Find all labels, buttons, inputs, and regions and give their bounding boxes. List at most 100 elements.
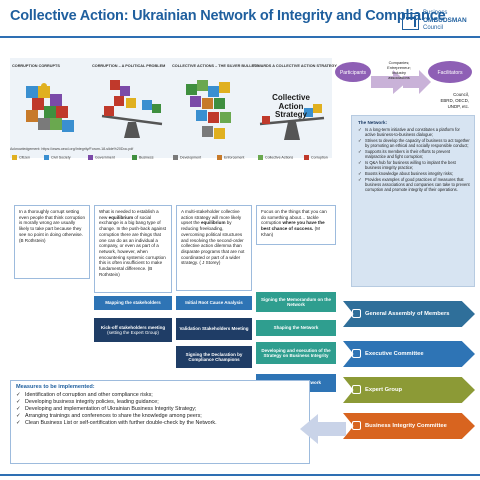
participants-label: Participants bbox=[340, 70, 367, 76]
panel-title: TOWARDS A COLLECTIVE ACTION STRATEGY bbox=[252, 64, 337, 68]
legend-label: Collective Actions bbox=[265, 155, 294, 160]
people-icon bbox=[352, 309, 361, 318]
measure-item: Developing business integrity policies, … bbox=[16, 399, 304, 406]
structure-expert-group: Expert Group bbox=[343, 377, 475, 403]
quote-text: of social exchange is a big bang type of… bbox=[99, 214, 166, 277]
network-item: Is Q&A hub for business willing to impla… bbox=[358, 160, 470, 170]
acknowledgement-link[interactable]: Acknowledgement: https://www.oecd.org/In… bbox=[10, 147, 134, 151]
legend-swatch bbox=[217, 155, 222, 160]
strategy-scale-illustration bbox=[259, 104, 325, 140]
legend-label: Corruption bbox=[311, 155, 328, 160]
legend-swatch bbox=[258, 155, 263, 160]
step-root-cause-analysis: Initial Root Cause Analysis bbox=[176, 296, 252, 310]
companies-line: Industry bbox=[392, 70, 406, 75]
quote-emphasis: equilibrium bbox=[200, 220, 226, 226]
structure-label: Expert Group bbox=[365, 387, 403, 393]
quote-text: A multi-stakeholder collective action st… bbox=[181, 209, 242, 226]
legend-label: Government bbox=[95, 155, 115, 160]
people-icon bbox=[352, 385, 361, 394]
illustration-strip: CORRUPTION CORRUPTS CORRUPTION – A POLIT… bbox=[10, 58, 337, 158]
strategy-label: Collective Action Strategy bbox=[258, 93, 324, 120]
quote-text: Focus on the things that you can do some… bbox=[261, 209, 327, 226]
legend-swatch bbox=[44, 155, 49, 160]
structure-label: Executive Committee bbox=[365, 351, 424, 357]
step-strategy-development: Developing and execution of the Strategy… bbox=[256, 342, 336, 364]
legend-item: Government bbox=[88, 155, 115, 160]
puzzle-tower-illustration bbox=[186, 80, 231, 139]
step-shaping-network: Shaping the Network bbox=[256, 320, 336, 336]
quote-box: Focus on the things that you can do some… bbox=[256, 205, 336, 245]
network-list: Is a long-term initiative and constitute… bbox=[358, 127, 470, 192]
quote-text: In a thoroughly corrupt setting even peo… bbox=[19, 209, 85, 243]
facilitators-label: Facilitators bbox=[437, 70, 462, 76]
quote-text: (M Khan) bbox=[261, 226, 320, 237]
legend-item: Collective Actions bbox=[258, 155, 293, 160]
council-line: UNDP, etc. bbox=[448, 104, 469, 109]
measures-list: Identification of corruption and other c… bbox=[16, 392, 304, 428]
step-signing-memorandum: Signing the Memorandum on the Network bbox=[256, 292, 336, 312]
network-item: Supports its members in their efforts to… bbox=[358, 149, 470, 159]
network-heading: The Network: bbox=[358, 120, 388, 125]
companies-line: Entrepreneur; bbox=[387, 65, 411, 70]
structure-label: General Assembly of Members bbox=[365, 311, 450, 317]
step-kickoff-meeting: Kick-off stakeholders meeting (setting t… bbox=[94, 318, 172, 342]
participants-bubble bbox=[335, 62, 371, 82]
panel-title: COLLECTIVE ACTIONS – THE SILVER BULLET? bbox=[172, 64, 259, 68]
legend-item: Civil Society bbox=[44, 155, 71, 160]
network-item: Boosts knowledge about business integrit… bbox=[358, 171, 470, 176]
measures-box: Measures to be implemented: Identificati… bbox=[10, 380, 310, 464]
quote-emphasis: where you have the best chance of succes… bbox=[261, 220, 325, 232]
panel-collective-action-strategy: TOWARDS A COLLECTIVE ACTION STRATEGY Col… bbox=[252, 64, 337, 148]
legend-swatch bbox=[12, 155, 17, 160]
step-validation-meeting: Validation Stakeholders Meeting bbox=[176, 318, 252, 340]
page-title: Collective Action: Ukrainian Network of … bbox=[10, 8, 446, 24]
companies-line: associations bbox=[388, 75, 409, 80]
header-divider bbox=[0, 36, 480, 38]
people-icon bbox=[352, 421, 361, 430]
legend-swatch bbox=[304, 155, 309, 160]
step-signing-declaration: Signing the Declaration by Compliance Ch… bbox=[176, 346, 252, 368]
quote-text: What is needed to establish a new bbox=[99, 209, 159, 220]
panel-silver-bullet: COLLECTIVE ACTIONS – THE SILVER BULLET? bbox=[172, 64, 259, 148]
legend-label: Business bbox=[139, 155, 154, 160]
step-mapping-stakeholders: Mapping the stakeholders bbox=[94, 296, 172, 310]
structure-label: Business Integrity Committee bbox=[365, 423, 447, 429]
quote-box: What is needed to establish a new equili… bbox=[94, 205, 172, 293]
network-item: Strives to develop the capacity of busin… bbox=[358, 138, 470, 148]
legend-item: Corruption bbox=[304, 155, 328, 160]
legend-item: Citizen bbox=[12, 155, 30, 160]
structure-executive-committee: Executive Committee bbox=[343, 341, 475, 367]
step-label: Kick-off stakeholders meeting bbox=[100, 324, 166, 330]
legend-item: Development bbox=[173, 155, 201, 160]
quote-box: A multi-stakeholder collective action st… bbox=[176, 205, 252, 291]
logo-mark-icon bbox=[402, 13, 419, 30]
companies-line: Companies; bbox=[389, 60, 410, 65]
actors-diagram: Participants Facilitators Companies; Ent… bbox=[335, 60, 472, 109]
actors-arrow-icon bbox=[403, 70, 431, 94]
step-sublabel: (setting the Expert Group) bbox=[107, 330, 159, 335]
strategy-label-line: Action bbox=[278, 101, 304, 111]
legend-label: Development bbox=[180, 155, 202, 160]
measure-item: Identification of corruption and other c… bbox=[16, 392, 304, 399]
quote-text: by reducing freeloading, overcoming poli… bbox=[181, 220, 245, 266]
footer-divider bbox=[0, 474, 480, 476]
council-line: EBRD, OECD, bbox=[440, 98, 469, 103]
puzzle-pile-illustration bbox=[26, 83, 74, 132]
legend-swatch bbox=[132, 155, 137, 160]
panel-political-problem: CORRUPTION – A POLITICAL PROBLEM bbox=[92, 64, 170, 148]
measures-heading: Measures to be implemented: bbox=[16, 384, 95, 390]
logo-line-3: Council bbox=[423, 25, 444, 31]
legend-item: Enforcement bbox=[217, 155, 244, 160]
legend-label: Civil Society bbox=[51, 155, 71, 160]
structure-business-integrity-committee: Business Integrity Committee bbox=[343, 413, 475, 439]
legend-swatch bbox=[173, 155, 178, 160]
panel-title: CORRUPTION – A POLITICAL PROBLEM bbox=[92, 64, 166, 68]
strategy-label-line: Collective bbox=[272, 93, 310, 102]
facilitators-bubble bbox=[428, 61, 472, 83]
network-description-box: The Network: Is a long-term initiative a… bbox=[351, 115, 475, 287]
panel-corruption-corrupts: CORRUPTION CORRUPTS bbox=[12, 64, 90, 148]
quote-box: In a thoroughly corrupt setting even peo… bbox=[14, 205, 90, 279]
logo-line-1: Business bbox=[423, 10, 448, 16]
network-item: Provides examples of good practices of m… bbox=[358, 177, 470, 193]
network-item: Is a long-term initiative and constitute… bbox=[358, 127, 470, 137]
